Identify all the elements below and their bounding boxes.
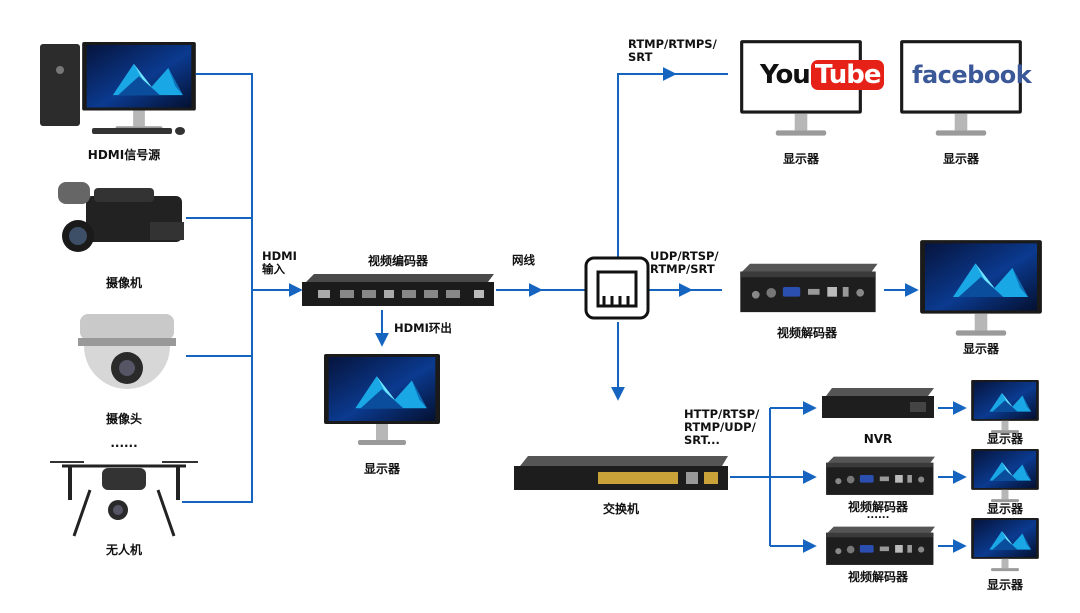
streaming-up-arrow bbox=[617, 67, 677, 258]
decoder2-monitor bbox=[971, 518, 1039, 571]
pc-tower bbox=[40, 44, 80, 126]
camcorder bbox=[58, 182, 184, 252]
drone-label: 无人机 bbox=[105, 543, 143, 557]
facebook-logo: facebook bbox=[912, 61, 1032, 89]
loopout-monitor bbox=[324, 354, 440, 445]
decoder-branch-ellipsis: ...... bbox=[866, 510, 890, 521]
youtube-monitor-label: 显示器 bbox=[782, 152, 820, 166]
hdmi-loopout-label: HDMI环出 bbox=[394, 321, 452, 335]
streaming-protocols: RTMP/RTMPS/ SRT bbox=[628, 37, 717, 64]
pc-source bbox=[40, 42, 196, 135]
sources-ellipsis: ...... bbox=[110, 436, 138, 450]
pc-source-label: HDMI信号源 bbox=[87, 148, 161, 162]
decoder-branch-1 bbox=[826, 456, 935, 495]
nvr-label: NVR bbox=[863, 432, 893, 446]
switch-label: 交换机 bbox=[602, 502, 640, 516]
decoder-branch-2-label: 视频解码器 bbox=[847, 570, 909, 584]
pc-monitor bbox=[82, 42, 196, 131]
decoder1-monitor bbox=[971, 449, 1039, 502]
nvr-device bbox=[822, 388, 934, 418]
dome-camera bbox=[78, 314, 176, 389]
decoder-monitor bbox=[920, 240, 1042, 336]
network-switch bbox=[514, 456, 728, 490]
decoder-main bbox=[740, 263, 878, 313]
encoder-label: 视频编码器 bbox=[367, 254, 429, 268]
dome-camera-label: 摄像头 bbox=[105, 412, 143, 426]
camcorder-label: 摄像机 bbox=[105, 276, 143, 290]
nvr-monitor bbox=[971, 380, 1039, 433]
facebook-monitor-label: 显示器 bbox=[942, 152, 980, 166]
connectors bbox=[182, 67, 967, 553]
keyboard bbox=[92, 128, 172, 134]
decoder2-monitor-label: 显示器 bbox=[986, 578, 1024, 592]
decoder-branch-1-label: 视频解码器 bbox=[847, 500, 909, 514]
decoder1-monitor-label: 显示器 bbox=[986, 502, 1024, 516]
nvr-monitor-label: 显示器 bbox=[986, 432, 1024, 446]
decode-protocols: UDP/RTSP/ RTMP/SRT bbox=[650, 249, 719, 276]
hdmi-input-label: HDMI 输入 bbox=[262, 249, 297, 276]
loopout-monitor-label: 显示器 bbox=[363, 462, 401, 476]
switch-protocols: HTTP/RTSP/ RTMP/UDP/ SRT... bbox=[684, 407, 760, 447]
source-bus-line bbox=[182, 73, 253, 503]
decoder-label: 视频解码器 bbox=[776, 326, 838, 340]
mouse bbox=[175, 127, 185, 135]
drone bbox=[50, 461, 198, 537]
video-encoder bbox=[302, 274, 494, 306]
decoder-monitor-label: 显示器 bbox=[962, 342, 1000, 356]
network-cable-label: 网线 bbox=[512, 253, 535, 267]
rj45-icon bbox=[584, 256, 650, 320]
decoder-branch-2 bbox=[826, 526, 935, 565]
